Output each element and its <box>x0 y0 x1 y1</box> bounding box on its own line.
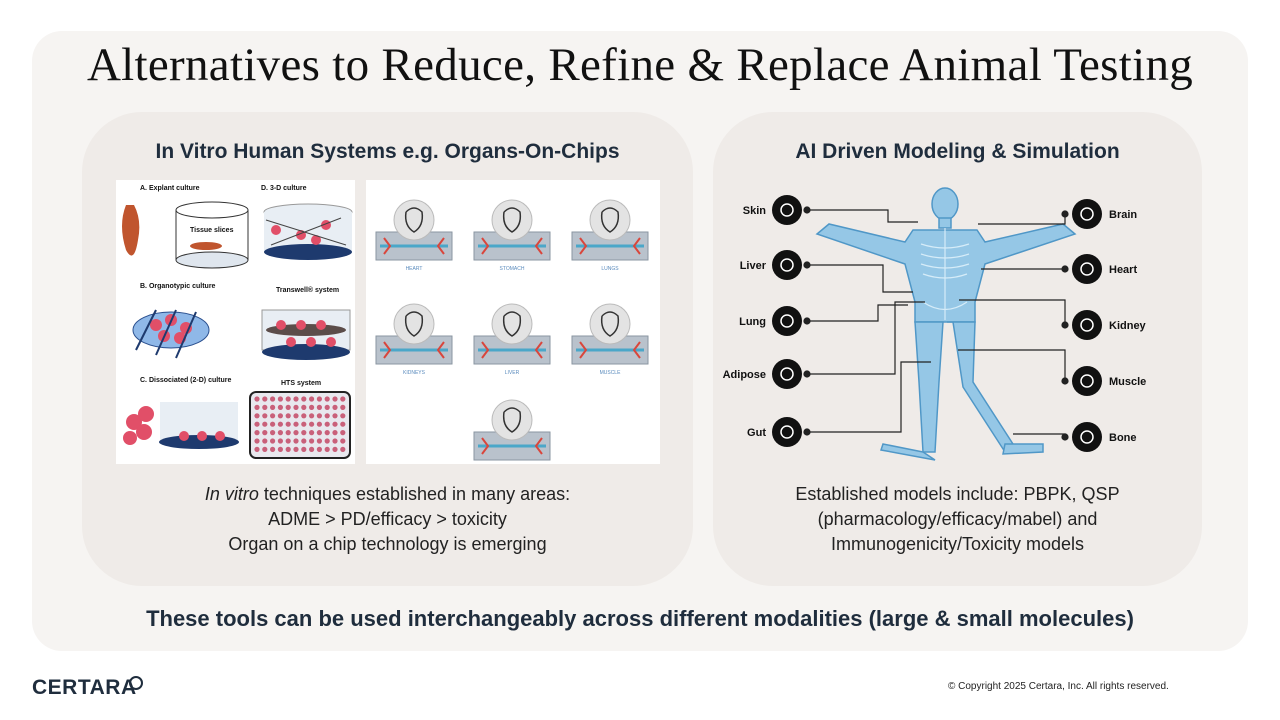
organ-label-brain: Brain <box>1109 209 1137 221</box>
organ-chip-heart: HEART <box>375 199 453 272</box>
organ-label-adipose: Adipose <box>723 369 766 381</box>
chip-label: KIDNEYS <box>403 370 426 376</box>
chip-label: HEART <box>406 266 423 272</box>
chip-label: STOMACH <box>500 266 525 272</box>
organ-label-skin: Skin <box>743 205 767 217</box>
kidney-shape <box>122 205 140 256</box>
organ-label-bone: Bone <box>1109 432 1137 444</box>
organ-label-heart: Heart <box>1109 264 1137 276</box>
organ-chip-muscle: MUSCLE <box>571 303 649 376</box>
hts-well-grid <box>254 396 346 452</box>
in-vitro-heading: In Vitro Human Systems e.g. Organs-On-Ch… <box>155 140 620 163</box>
ai-modeling-heading: AI Driven Modeling & Simulation <box>795 140 1120 163</box>
organ-label-muscle: Muscle <box>1109 376 1146 388</box>
organ-liver-icon <box>772 250 802 280</box>
in-vitro-line-3: Organ on a chip technology is emerging <box>228 534 547 554</box>
organ-chip-kidneys: KIDNEYS <box>375 303 453 376</box>
organ-connector-lines <box>803 206 1069 441</box>
organ-bone-icon <box>1072 422 1102 452</box>
ai-modeling-description: Established models include: PBPK, QSP (p… <box>713 482 1202 557</box>
culture-label-b: B. Organotypic culture <box>140 283 216 290</box>
chip-label: LUNGS <box>601 266 619 272</box>
organ-adipose-icon <box>772 359 802 389</box>
chip-label: LIVER <box>505 370 520 376</box>
organ-heart-icon <box>1072 254 1102 284</box>
chip-label: MUSCLE <box>600 370 622 376</box>
organ-chip-lungs: LUNGS <box>571 199 649 272</box>
slide-title: Alternatives to Reduce, Refine & Replace… <box>86 39 1194 91</box>
culture-label-d: D. 3-D culture <box>261 185 307 192</box>
culture-label-c: C. Dissociated (2-D) culture <box>140 377 232 384</box>
certara-logo-ring-icon <box>129 676 143 690</box>
in-vitro-line-2: ADME > PD/efficacy > toxicity <box>268 509 507 529</box>
organ-lung-icon <box>772 306 802 336</box>
in-vitro-line-1: In vitro techniques established in many … <box>204 484 571 504</box>
organ-label-kidney: Kidney <box>1109 320 1147 332</box>
culture-label-a: A. Explant culture <box>140 185 200 192</box>
organ-kidney-icon <box>1072 310 1102 340</box>
human-body-figure <box>815 187 1077 461</box>
organ-chip-stomach: STOMACH <box>473 199 551 272</box>
transwell-label: Transwell® system <box>276 286 339 294</box>
ai-line-2: (pharmacology/efficacy/mabel) and <box>817 509 1098 529</box>
culture-methods-illustration: A. Explant culture Tissue slices D. 3-D … <box>122 185 353 459</box>
in-vitro-description: In vitro techniques established in many … <box>82 482 693 557</box>
organ-chips-illustration: HEART STOMACH LUNGS KIDNEYS LIVER MUSCLE INTES… <box>375 199 649 472</box>
modalities-statement: These tools can be used interchangeably … <box>146 606 1134 631</box>
in-vitro-panel: In Vitro Human Systems e.g. Organs-On-Ch… <box>82 112 693 586</box>
organ-chips-image: HEART STOMACH LUNGS KIDNEYS LIVER MUSCLE INTES… <box>366 180 660 472</box>
organ-muscle-icon <box>1072 366 1102 396</box>
ai-line-3: Immunogenicity/Toxicity models <box>830 534 1085 554</box>
organ-label-gut: Gut <box>747 427 766 439</box>
ai-line-1: Established models include: PBPK, QSP <box>795 484 1120 504</box>
copyright-notice: © Copyright 2025 Certara, Inc. All right… <box>948 681 1169 692</box>
organ-gut-icon <box>772 417 802 447</box>
certara-logo: CERTARA <box>32 676 137 699</box>
organ-label-liver: Liver <box>740 260 767 272</box>
organ-label-lung: Lung <box>739 316 766 328</box>
organ-chip-intestine: INTESTINE <box>473 399 551 472</box>
organ-brain-icon <box>1072 199 1102 229</box>
organ-chip-liver: LIVER <box>473 303 551 376</box>
organ-skin-icon <box>772 195 802 225</box>
tissue-slices-label: Tissue slices <box>190 227 234 234</box>
hts-label: HTS system <box>281 380 321 387</box>
culture-methods-image: A. Explant culture Tissue slices D. 3-D … <box>116 180 355 464</box>
skeleton-lines <box>920 228 970 320</box>
